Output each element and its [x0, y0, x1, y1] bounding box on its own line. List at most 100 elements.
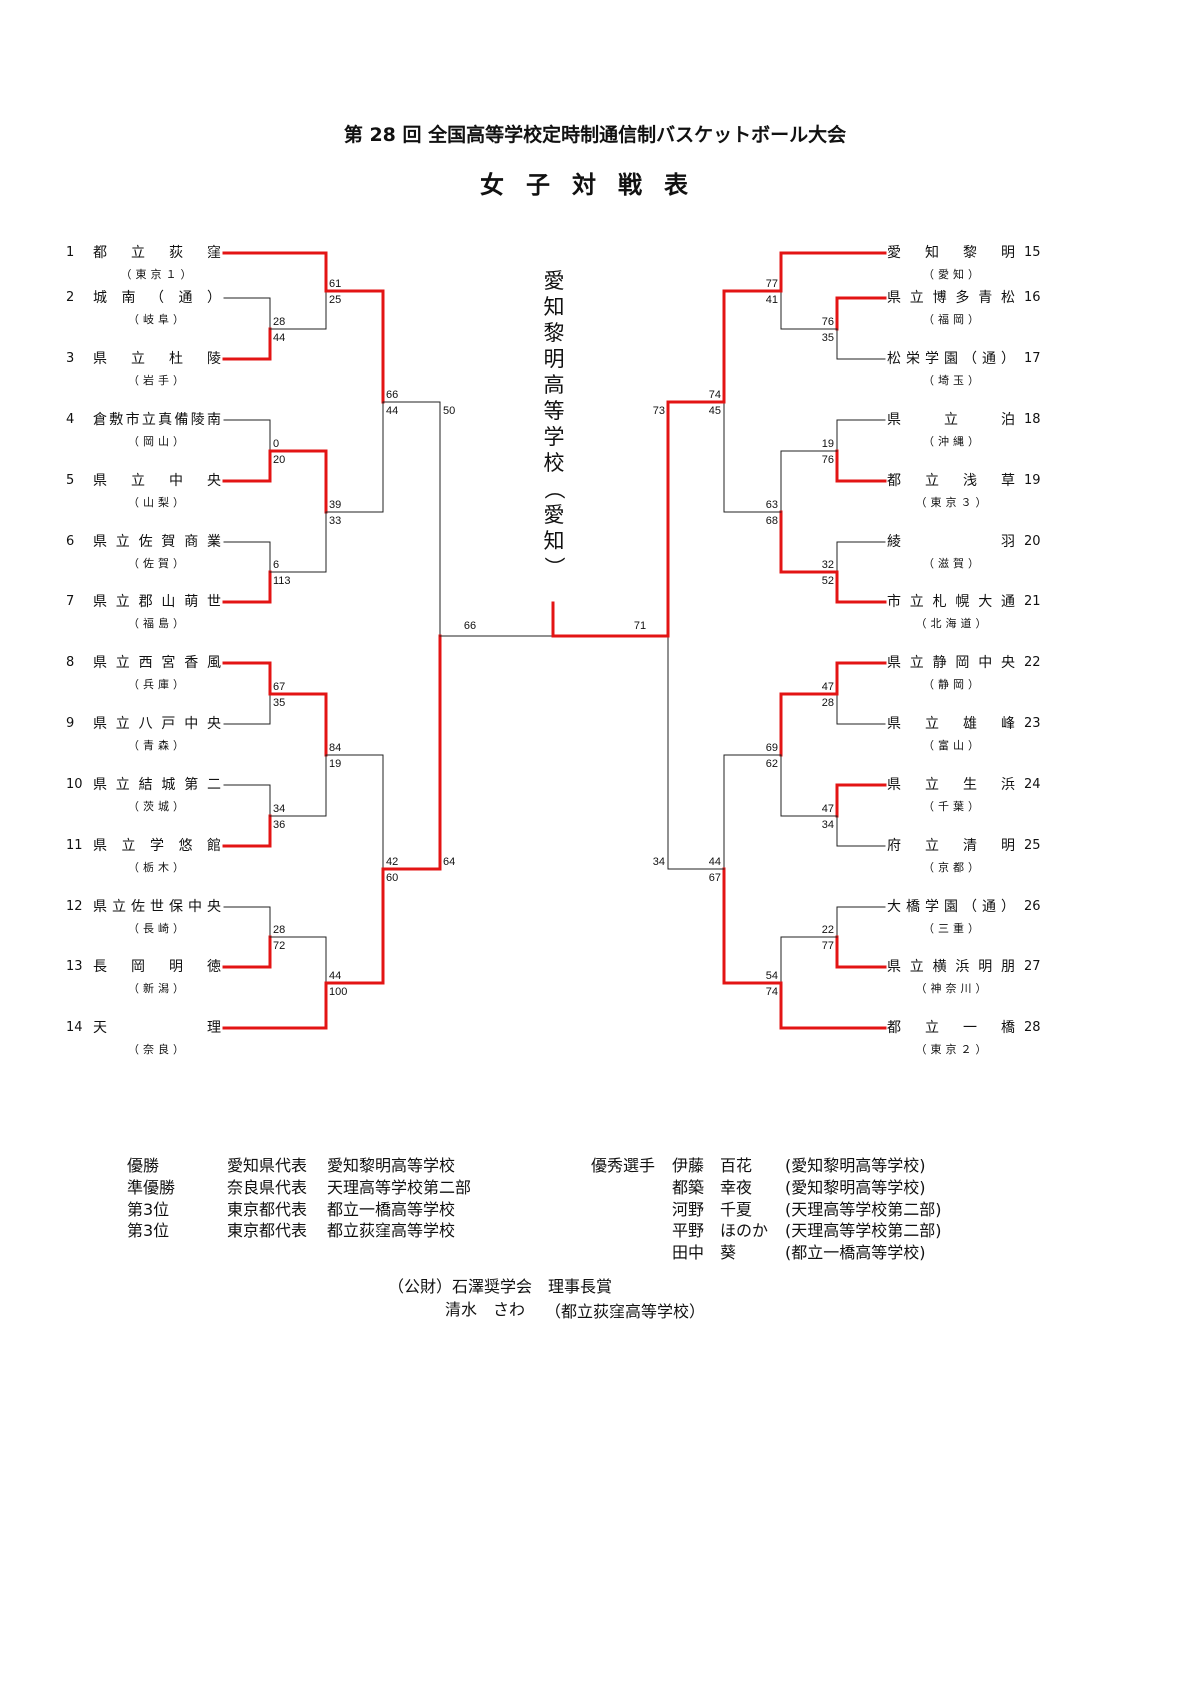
team-seed-number: 7 — [66, 594, 75, 609]
player-school: (天理高等学校第二部) — [785, 1221, 942, 1240]
match-score: 67 — [273, 681, 285, 693]
player-name: 都築 幸夜 — [672, 1178, 753, 1197]
match-score: 66 — [386, 389, 398, 401]
champion-label-char: ） — [542, 556, 566, 578]
rank-3: 第3位 — [127, 1200, 170, 1219]
match-score: 84 — [329, 742, 341, 754]
team-seed-number: 5 — [66, 473, 75, 488]
team-seed-number: 10 — [66, 777, 83, 792]
team-name: 大橋学園（通） — [887, 899, 1015, 915]
team-prefecture: （佐賀） — [128, 557, 188, 570]
team-seed-number: 27 — [1024, 959, 1041, 974]
team-name: 府立清明 — [887, 838, 1015, 854]
match-score: 39 — [329, 499, 341, 511]
team-prefecture: （岡山） — [128, 435, 188, 448]
match-score: 6 — [273, 559, 279, 571]
team-prefecture: （茨城） — [128, 800, 188, 813]
match-score: 60 — [386, 872, 398, 884]
match-score: 68 — [766, 515, 778, 527]
team-seed-number: 12 — [66, 899, 83, 914]
match-score: 69 — [766, 742, 778, 754]
team-prefecture: （青森） — [128, 739, 188, 752]
match-score: 35 — [822, 332, 834, 344]
match-score: 28 — [273, 316, 285, 328]
team-name: 愛知黎明 — [887, 245, 1015, 261]
match-score: 28 — [273, 924, 285, 936]
match-score: 32 — [822, 559, 834, 571]
team-prefecture: （岩手） — [128, 374, 188, 387]
team-prefecture: （東京２） — [915, 1043, 991, 1056]
team-prefecture: （静岡） — [923, 678, 983, 691]
match-score: 54 — [766, 970, 778, 982]
rep-4: 東京都代表 — [227, 1221, 308, 1240]
match-score: 113 — [273, 575, 291, 587]
school-1: 愛知黎明高等学校 — [327, 1156, 456, 1175]
match-score: 19 — [822, 438, 834, 450]
player-name: 河野 千夏 — [672, 1200, 753, 1219]
team-seed-number: 17 — [1024, 351, 1041, 366]
champion-label-char: 等 — [543, 399, 565, 423]
team-name: 県立博多青松 — [887, 290, 1015, 306]
player-school: (天理高等学校第二部) — [785, 1200, 942, 1219]
team-prefecture: （埼玉） — [923, 374, 983, 387]
team-seed-number: 25 — [1024, 838, 1041, 853]
team-seed-number: 3 — [66, 351, 75, 366]
champion-label-char: 高 — [543, 373, 565, 397]
match-score: 63 — [766, 499, 778, 511]
award-title: （公財）石澤奨学会 理事長賞 — [388, 1277, 613, 1296]
team-seed-number: 2 — [66, 290, 75, 305]
match-score: 19 — [329, 758, 341, 770]
match-score: 44 — [709, 856, 721, 868]
school-4: 都立荻窪高等学校 — [327, 1221, 456, 1240]
team-prefecture: （長崎） — [128, 922, 188, 935]
team-prefecture: （兵庫） — [128, 678, 188, 691]
team-prefecture: （福島） — [128, 617, 188, 630]
match-score: 74 — [709, 389, 721, 401]
rep-1: 愛知県代表 — [227, 1156, 308, 1175]
match-score: 73 — [653, 405, 665, 417]
team-name: 県立杜陵 — [93, 351, 221, 367]
match-score: 47 — [822, 681, 834, 693]
team-prefecture: （神奈川） — [915, 982, 991, 995]
match-score: 74 — [766, 986, 778, 998]
match-score: 52 — [822, 575, 834, 587]
match-score: 42 — [386, 856, 398, 868]
team-prefecture: （沖縄） — [923, 435, 983, 448]
champion-label-char: 知 — [543, 295, 565, 319]
team-name: 長岡明徳 — [93, 959, 221, 975]
team-prefecture: （東京１） — [120, 268, 196, 281]
team-name: 県立結城第二 — [93, 777, 221, 793]
match-score: 77 — [822, 940, 834, 952]
player-school: (愛知黎明高等学校) — [785, 1156, 926, 1175]
team-seed-number: 9 — [66, 716, 75, 731]
team-seed-number: 19 — [1024, 473, 1041, 488]
team-seed-number: 6 — [66, 534, 75, 549]
champion-vertical-label: 愛知黎明高等学校（愛知） — [541, 268, 567, 580]
bracket-title: 女子対戦表 — [480, 171, 710, 199]
match-score: 66 — [464, 620, 476, 632]
team-name: 天理 — [93, 1020, 221, 1036]
school-2: 天理高等学校第二部 — [327, 1178, 472, 1197]
team-prefecture: （京都） — [923, 861, 983, 874]
team-prefecture: （岐阜） — [128, 313, 188, 326]
match-score: 41 — [766, 294, 778, 306]
match-score: 44 — [386, 405, 398, 417]
team-name: 県立郡山萌世 — [93, 594, 221, 610]
team-prefecture: （奈良） — [128, 1043, 188, 1056]
match-score: 67 — [709, 872, 721, 884]
team-seed-number: 26 — [1024, 899, 1041, 914]
match-score: 77 — [766, 278, 778, 290]
match-score: 34 — [273, 803, 285, 815]
match-score: 36 — [273, 819, 285, 831]
player-name: 平野 ほのか — [672, 1221, 769, 1240]
team-prefecture: （三重） — [923, 922, 983, 935]
team-prefecture: （富山） — [923, 739, 983, 752]
team-name: 都立浅草 — [887, 473, 1015, 489]
match-score: 20 — [273, 454, 285, 466]
match-score: 34 — [653, 856, 665, 868]
player-school: (都立一橋高等学校) — [785, 1243, 926, 1262]
team-name: 県立雄峰 — [887, 716, 1015, 732]
team-seed-number: 14 — [66, 1020, 83, 1035]
match-score: 34 — [822, 819, 834, 831]
